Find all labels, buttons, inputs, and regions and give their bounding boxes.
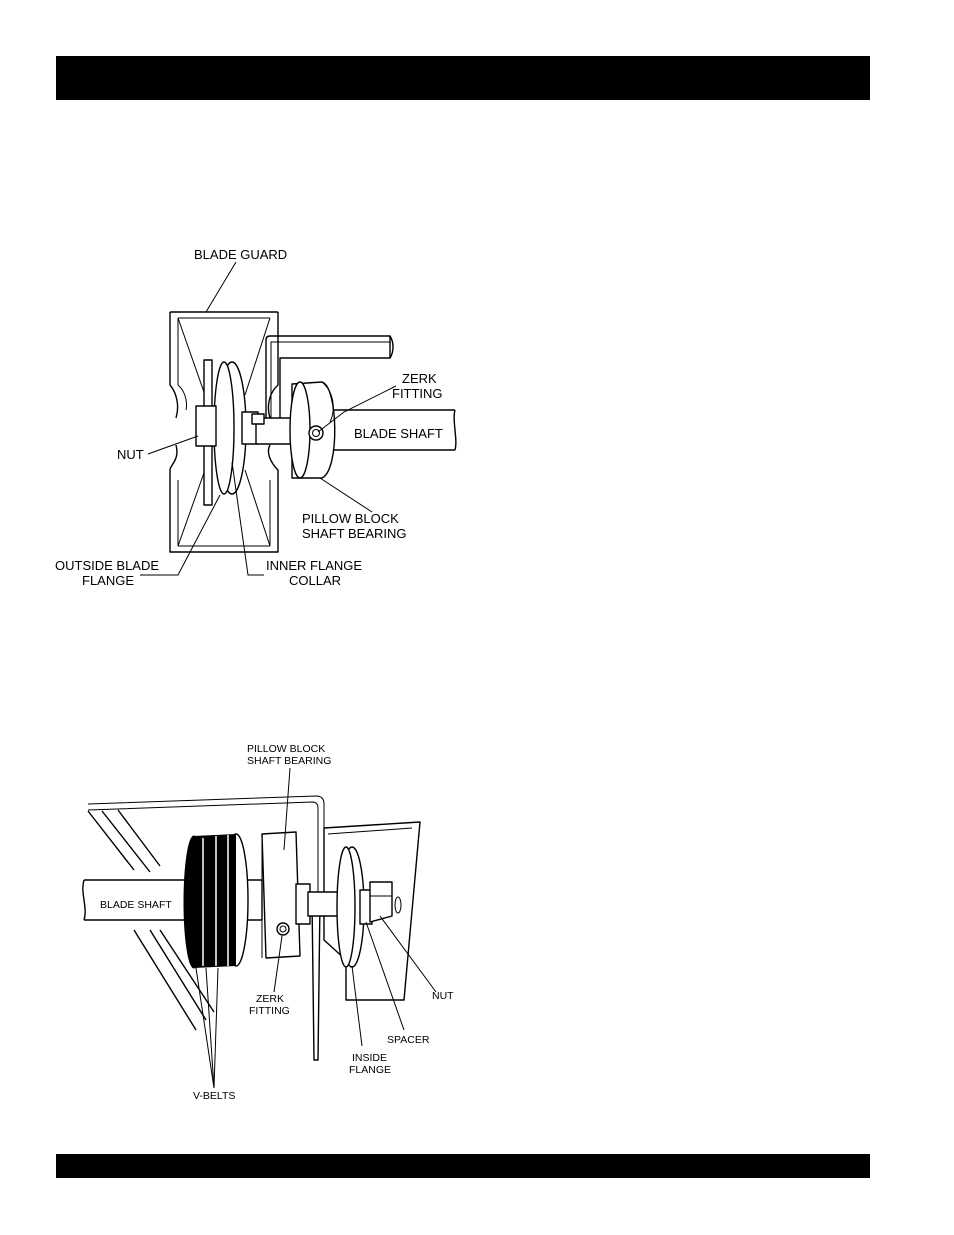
pillow-block-bearing (262, 832, 310, 958)
label-zerk: ZERK (256, 993, 284, 1005)
label-inside: INSIDE (352, 1052, 387, 1064)
label-pillow-block: PILLOW BLOCK (247, 743, 325, 755)
footer-bar (56, 1154, 870, 1178)
v-belt-pulley (184, 834, 248, 968)
label-blade-shaft: BLADE SHAFT (100, 899, 172, 911)
label-flange: FLANGE (349, 1064, 391, 1076)
label-nut: NUT (432, 990, 454, 1002)
label-shaft-bearing: SHAFT BEARING (247, 755, 331, 767)
label-spacer: SPACER (387, 1034, 430, 1046)
belt-drive-assembly-diagram: PILLOW BLOCK SHAFT BEARING BLADE SHAFT Z… (0, 0, 954, 1120)
label-fitting: FITTING (249, 1005, 290, 1017)
label-v-belts: V-BELTS (193, 1090, 235, 1102)
zerk-fitting (277, 923, 289, 935)
